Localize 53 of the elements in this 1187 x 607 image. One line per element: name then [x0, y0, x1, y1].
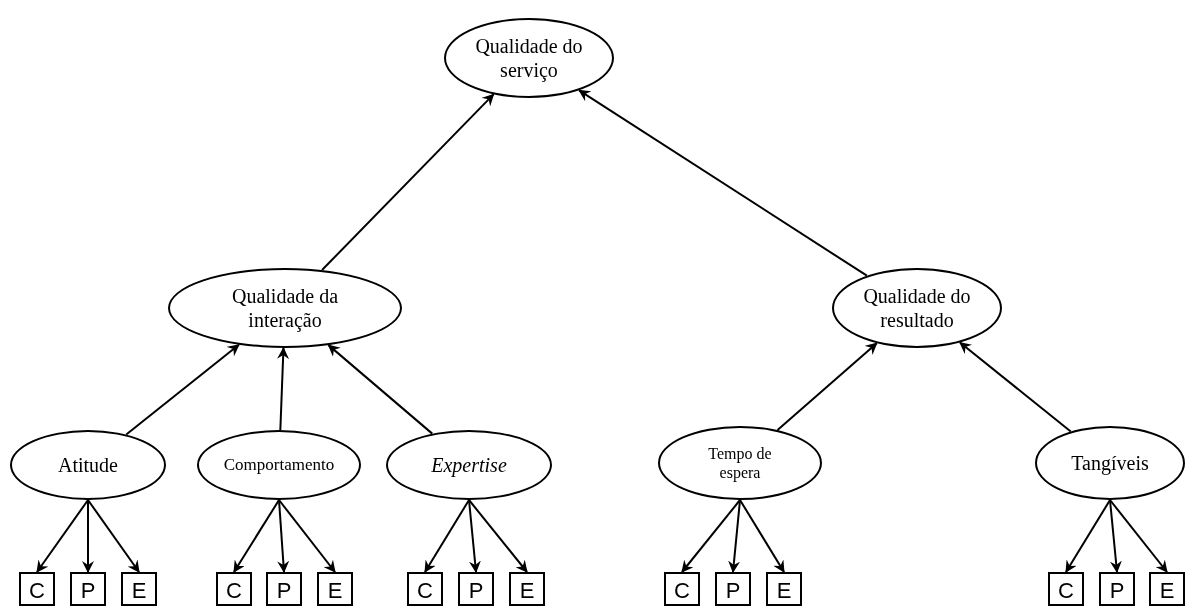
- arrow: [233, 499, 280, 573]
- arrow: [578, 89, 868, 277]
- arrow: [277, 347, 290, 431]
- arrow: [327, 344, 434, 435]
- ellipse-node: [658, 426, 822, 500]
- arrow: [958, 341, 1072, 433]
- indicator-box: E: [509, 572, 545, 606]
- indicator-box: P: [266, 572, 302, 606]
- arrow: [424, 499, 470, 573]
- ellipse-node: [1035, 426, 1185, 500]
- indicator-box: E: [317, 572, 353, 606]
- ellipse-node: [832, 268, 1002, 348]
- ellipse-node: [10, 430, 166, 500]
- arrow: [681, 499, 741, 573]
- indicator-box: C: [1048, 572, 1084, 606]
- indicator-box: C: [407, 572, 443, 606]
- arrow: [82, 499, 94, 573]
- arrow: [125, 343, 240, 436]
- ellipse-node: [444, 18, 614, 98]
- node-label: Qualidade do serviço: [474, 34, 584, 82]
- ellipse-node: [197, 430, 361, 500]
- arrow: [468, 499, 528, 573]
- arrow: [468, 499, 481, 573]
- indicator-box: E: [1149, 572, 1185, 606]
- arrow: [776, 342, 878, 432]
- indicator-box: P: [458, 572, 494, 606]
- indicator-box: P: [1099, 572, 1135, 606]
- node-label: Tempo de espera: [707, 443, 773, 483]
- arrow: [36, 499, 89, 573]
- ellipse-node: [168, 268, 402, 348]
- indicator-box: C: [216, 572, 252, 606]
- indicator-box: E: [121, 572, 157, 606]
- indicator-box: C: [19, 572, 55, 606]
- arrow: [278, 499, 336, 573]
- node-label: Atitude: [58, 453, 118, 477]
- arrow: [321, 93, 495, 272]
- indicator-box: P: [70, 572, 106, 606]
- arrow: [739, 499, 785, 573]
- arrow: [728, 499, 741, 573]
- arrow: [1109, 499, 1168, 573]
- node-label: Comportamento: [223, 454, 335, 476]
- arrow: [87, 499, 140, 573]
- node-label: Qualidade do resultado: [862, 284, 972, 332]
- ellipse-node: [386, 430, 552, 500]
- arrow: [1109, 499, 1122, 573]
- node-label: Qualidade da interação: [230, 284, 340, 332]
- arrow: [1065, 499, 1111, 573]
- indicator-box: P: [715, 572, 751, 606]
- node-label: Tangíveis: [1071, 451, 1149, 475]
- indicator-box: C: [664, 572, 700, 606]
- indicator-box: E: [766, 572, 802, 606]
- arrow: [277, 499, 290, 573]
- node-label: Expertise: [431, 453, 507, 477]
